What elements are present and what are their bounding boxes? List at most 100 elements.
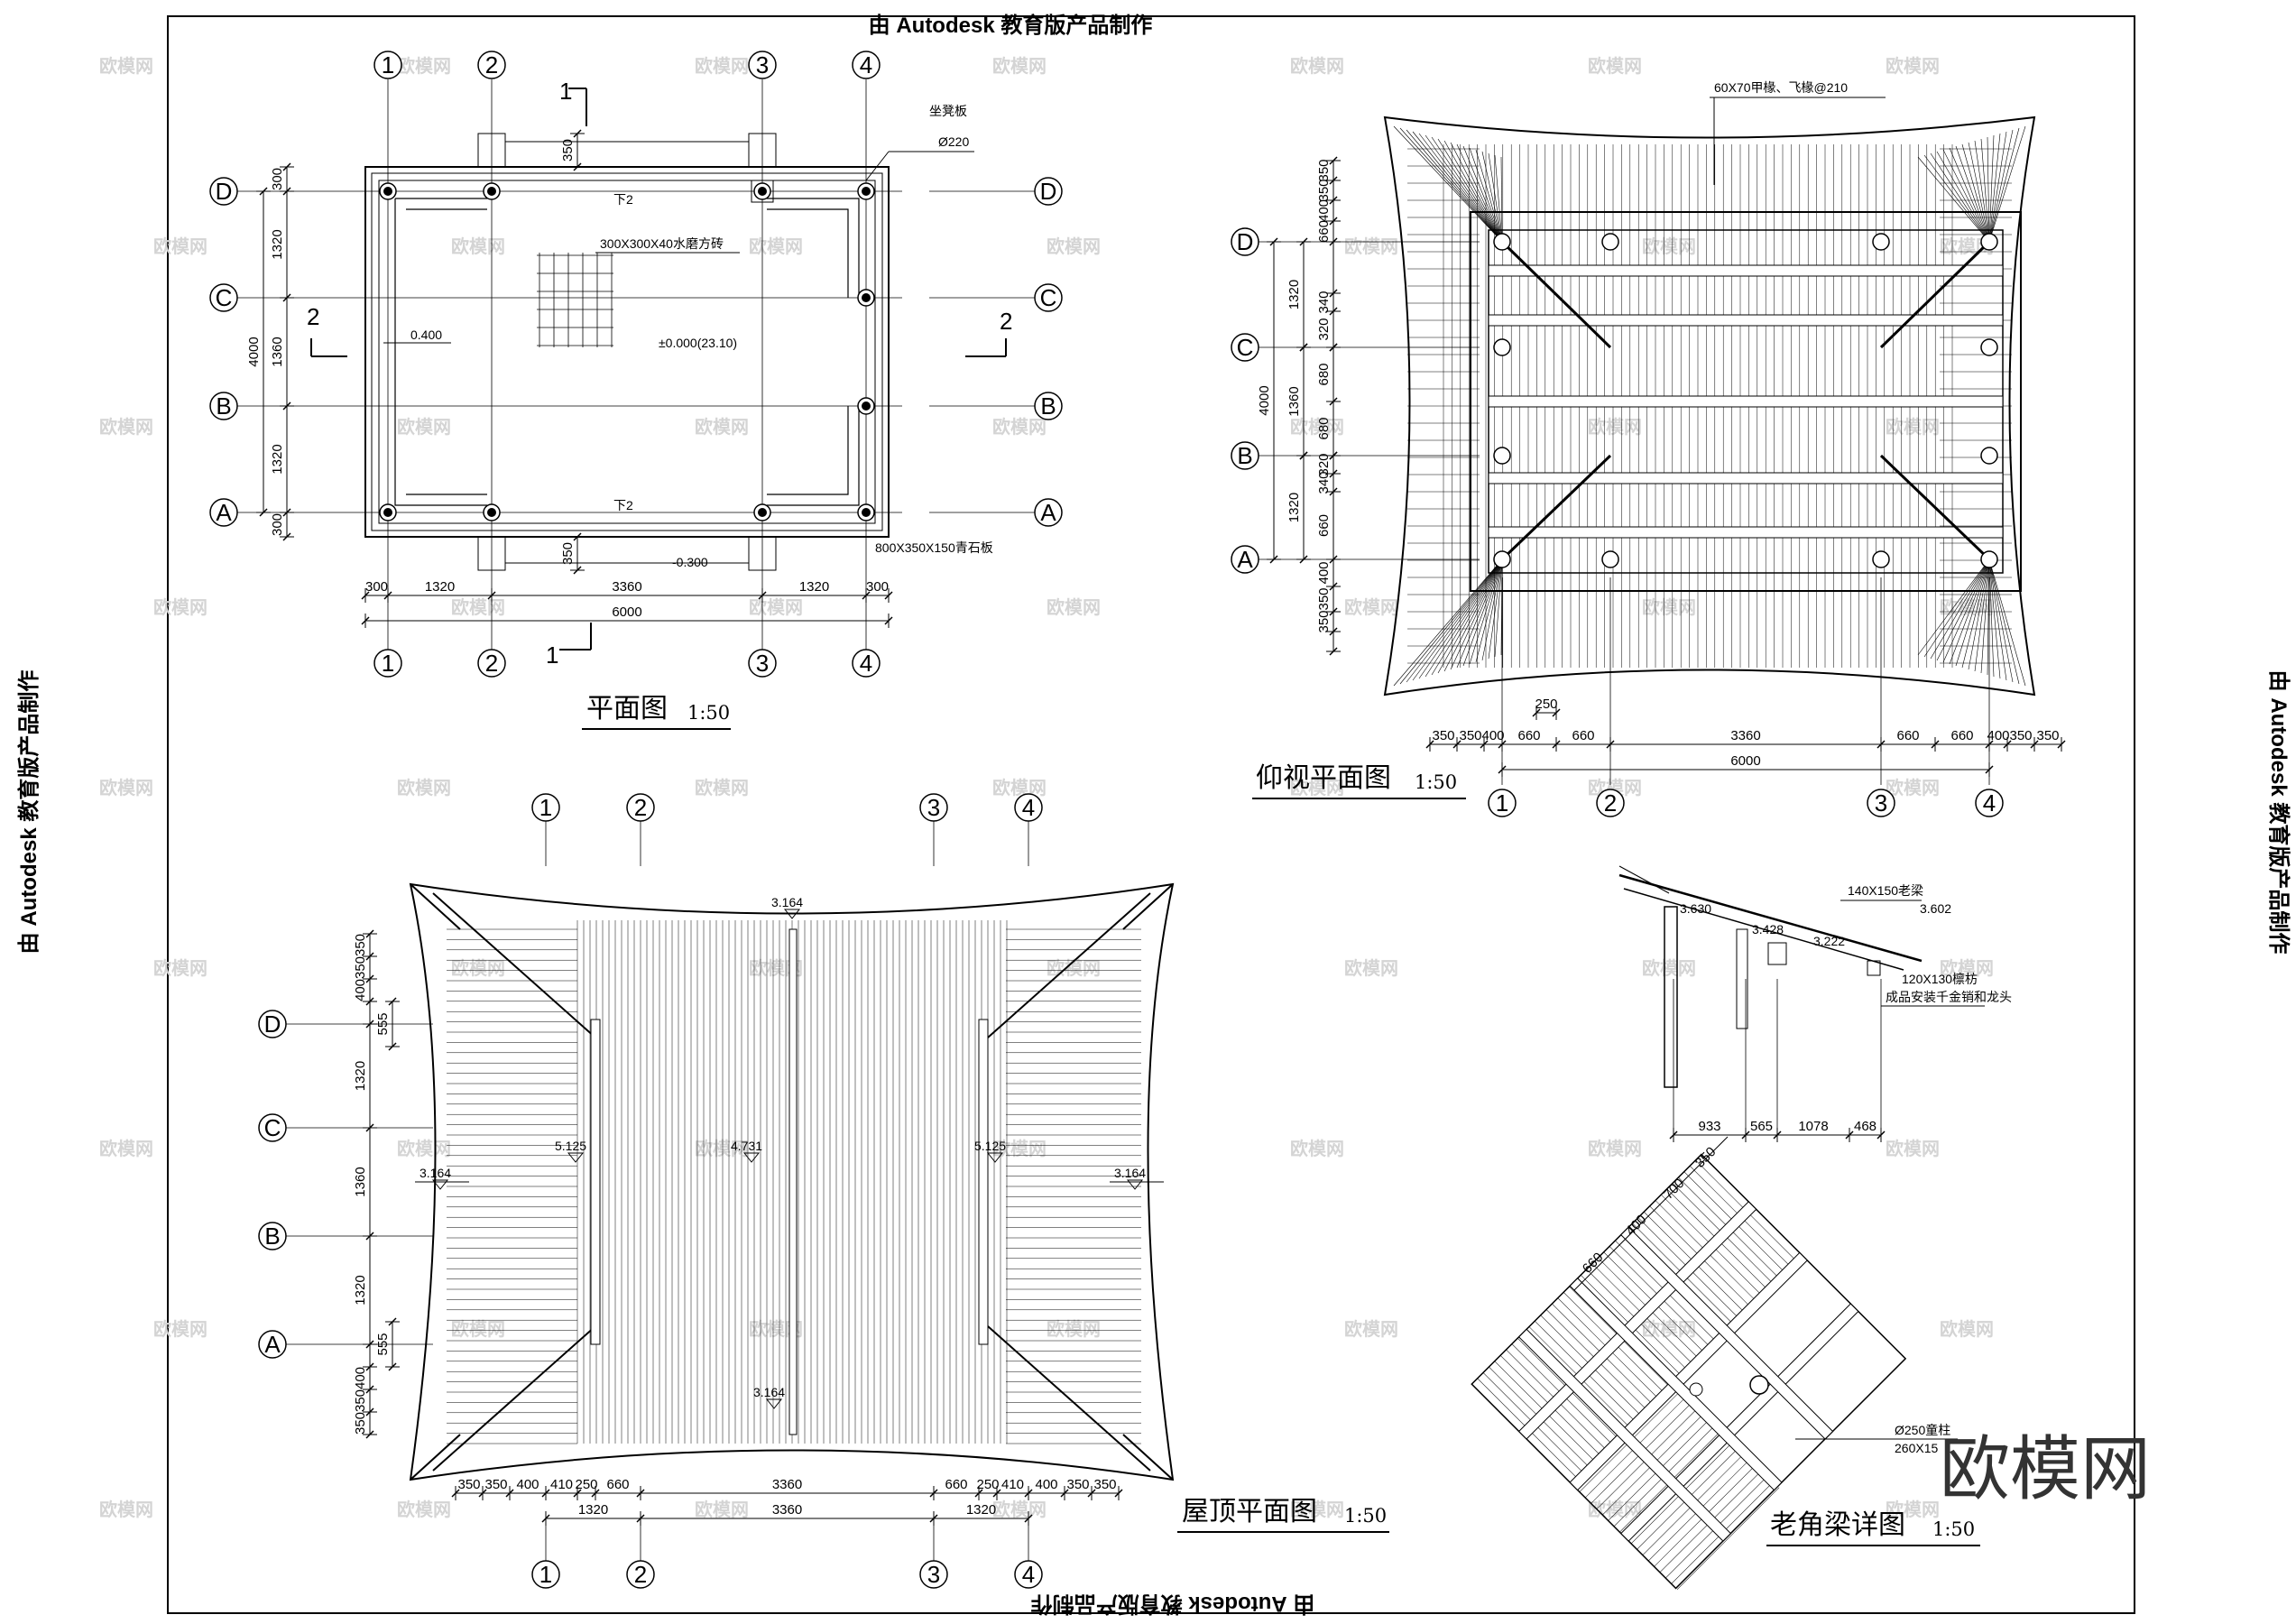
column bbox=[1601, 233, 1619, 251]
ceiling-dim-left-b-slash bbox=[1329, 397, 1338, 406]
ceiling-dim-left-a-slash bbox=[1329, 196, 1338, 205]
column bbox=[1980, 338, 1998, 356]
tile-group bbox=[447, 920, 1141, 1444]
corner-rafter bbox=[1469, 147, 1503, 243]
plan-dim-left-slash bbox=[282, 532, 291, 541]
roof-dim-bottom-slash bbox=[573, 1489, 582, 1498]
tile-watermark-text: 欧模网 bbox=[1886, 1499, 1940, 1520]
corner-rafter bbox=[1988, 558, 2026, 687]
grid-bubble-bottom-circle bbox=[1596, 789, 1625, 817]
grid-bubble-bottom-circle bbox=[748, 649, 777, 678]
label-level: 3.630 bbox=[1680, 901, 1711, 916]
grid-bubble-left: C bbox=[1237, 334, 1254, 361]
grid-bubble-top: 1 bbox=[382, 51, 394, 78]
diag-dim-line bbox=[1573, 1136, 1729, 1291]
tile-watermark-text: 欧模网 bbox=[1886, 55, 1940, 77]
plan-dim-step-slash bbox=[573, 532, 582, 541]
grid-bubble-top-circle bbox=[531, 793, 560, 822]
roof-dim-bottom2-slash bbox=[541, 1514, 550, 1523]
tile-watermark-text: 欧模网 bbox=[992, 55, 1047, 77]
grid-bubble-left: D bbox=[1237, 228, 1254, 255]
ceiling-dim-left-c-label: 350 bbox=[1316, 610, 1332, 632]
grid-bubble-bottom: 3 bbox=[927, 1561, 940, 1588]
column bbox=[1601, 550, 1619, 568]
level-marker bbox=[431, 1179, 449, 1190]
roof-dim-bottom-slash bbox=[541, 1489, 550, 1498]
corner-rafter bbox=[1942, 558, 1990, 663]
ceiling-dim-bottom-slash bbox=[1606, 740, 1615, 749]
grid-bubble-left-circle bbox=[209, 283, 238, 312]
grid-bubble-bottom: 3 bbox=[756, 650, 769, 677]
platform-inner bbox=[378, 180, 876, 524]
step-block bbox=[477, 133, 506, 168]
grid-bubble-top-circle bbox=[1014, 793, 1043, 822]
corner-eave bbox=[410, 1434, 461, 1481]
beam-dim-slash bbox=[1773, 1130, 1782, 1140]
plan-title: 平面图 bbox=[586, 693, 668, 724]
roof-dim-bottom-label: 660 bbox=[606, 1477, 629, 1492]
beam-plan-rotated bbox=[1471, 1153, 1907, 1591]
hip-beam bbox=[1500, 454, 1612, 561]
roof-dim-bottom-slash bbox=[1087, 1489, 1096, 1498]
ceiling-dim-left-c-label: 400 bbox=[1316, 561, 1332, 584]
roof-dim-bottom-slash bbox=[1024, 1489, 1033, 1498]
ceiling-dim-left-c-slash bbox=[1329, 469, 1338, 478]
ceiling-dim-250-label: 250 bbox=[1535, 697, 1557, 712]
corner-rafter bbox=[1500, 156, 1503, 243]
label-level: 3.164 bbox=[771, 895, 803, 909]
grid-bubble-left: B bbox=[216, 392, 231, 420]
bracket bbox=[1867, 960, 1881, 976]
beam-member bbox=[1620, 1226, 1834, 1440]
tile-watermark-text: 欧模网 bbox=[99, 416, 153, 438]
tile-watermark-text: 欧模网 bbox=[1886, 777, 1940, 798]
ceiling-dim-bottom-slash bbox=[1985, 740, 1994, 749]
tile-watermark-text: 欧模网 bbox=[99, 1138, 153, 1159]
level-marker bbox=[765, 1398, 783, 1409]
corner-rafter bbox=[1488, 152, 1503, 243]
plan-dim-left-label: 300 bbox=[270, 513, 285, 536]
ceiling-dim-left-c-slash bbox=[1329, 487, 1338, 496]
corner-rafter bbox=[1475, 558, 1503, 663]
plan-dim-left-slash bbox=[282, 401, 291, 411]
ceiling-dim-bottom-label: 660 bbox=[1517, 728, 1540, 743]
ceiling-dim-left-total-slash bbox=[1269, 555, 1278, 564]
roof-dim-bottom-slash bbox=[636, 1489, 645, 1498]
roof-dim-bottom-slash bbox=[478, 1489, 487, 1498]
beam-member bbox=[1517, 1328, 1732, 1542]
roof-dim-left-label: 1360 bbox=[353, 1167, 368, 1196]
tile-watermark-text: 欧模网 bbox=[1344, 957, 1398, 979]
grid-bubble-left-circle bbox=[1231, 545, 1259, 574]
corner-rafter bbox=[1494, 154, 1503, 243]
grid-bubble-top: 4 bbox=[860, 51, 872, 78]
roof-dim-555b-label: 555 bbox=[375, 1333, 391, 1355]
roof-dim-left-label: 350 bbox=[353, 956, 368, 979]
corner-rafter bbox=[1988, 558, 2020, 685]
corner-rafter bbox=[1955, 558, 1990, 667]
roof-dim-left-slash bbox=[365, 1385, 374, 1394]
plan-dim-left-label: 1360 bbox=[270, 337, 285, 366]
label-purlin: 140X150老梁 bbox=[1848, 883, 1923, 898]
corner-rafter bbox=[1425, 134, 1503, 243]
grid-bubble-top-circle bbox=[852, 51, 881, 79]
tile-watermark-text: 欧模网 bbox=[397, 777, 451, 798]
ceiling-dim-bottom-label: 3360 bbox=[1730, 728, 1760, 743]
corner-rafter bbox=[1412, 558, 1503, 681]
roof-dim-bottom-label: 3360 bbox=[772, 1477, 802, 1492]
plan-dim-step-label: 350 bbox=[560, 139, 576, 161]
tile-watermark-text: 欧模网 bbox=[451, 596, 505, 618]
grid-bubble-top: 3 bbox=[927, 794, 940, 821]
grid-bubble-left: D bbox=[264, 1010, 281, 1038]
corner-rafter bbox=[1968, 142, 1990, 243]
plan-dim-bottom-label: 300 bbox=[866, 579, 889, 595]
roof-dim-bottom-label: 350 bbox=[457, 1477, 480, 1492]
grid-bubble-right-circle bbox=[1034, 498, 1063, 527]
corner-rafter bbox=[1988, 558, 2001, 679]
brand-mark: 欧模网 bbox=[1940, 1429, 2151, 1510]
grid-bubble-right: C bbox=[1040, 284, 1057, 311]
roof-dim-555a-slash bbox=[388, 997, 397, 1006]
plan-dim-left-total-label: 4000 bbox=[246, 337, 262, 366]
ceiling-dim-bottom-slash bbox=[1552, 740, 1561, 749]
corner-rafter bbox=[1469, 558, 1503, 665]
beam-dim-label: 468 bbox=[1854, 1119, 1876, 1134]
